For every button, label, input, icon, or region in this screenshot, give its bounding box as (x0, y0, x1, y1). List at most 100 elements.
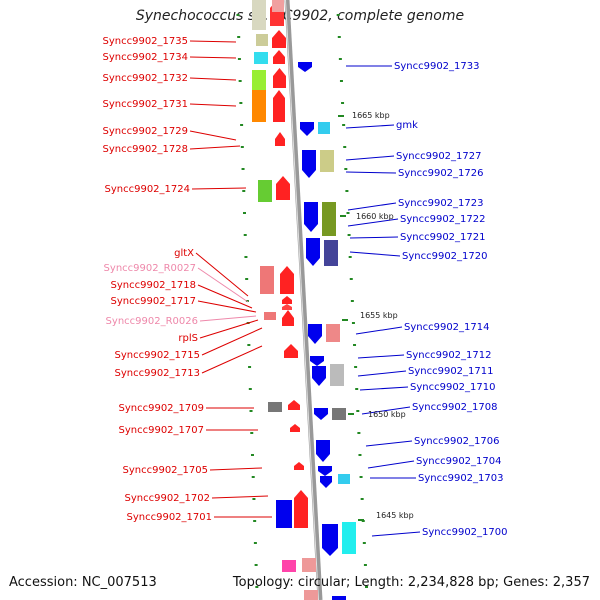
left-gene-label[interactable]: Syncc9902_R0026 (106, 316, 198, 327)
gene-feature-arrow[interactable] (294, 462, 304, 470)
gene-feature-arrow[interactable] (273, 50, 285, 64)
gene-feature-box[interactable] (272, 0, 284, 12)
right-gene-label[interactable]: Syncc9902_1723 (398, 198, 484, 209)
minor-tick (343, 146, 347, 148)
gene-feature-arrow[interactable] (314, 408, 328, 420)
left-gene-label[interactable]: Syncc9902_1729 (103, 126, 189, 137)
gene-feature-box[interactable] (254, 52, 268, 64)
gene-feature-arrow[interactable] (290, 424, 300, 432)
right-gene-label[interactable]: Syncc9902_1733 (394, 61, 480, 72)
gene-feature-arrow[interactable] (288, 400, 300, 410)
right-label-connector (347, 202, 397, 211)
gene-feature-box[interactable] (252, 0, 266, 30)
right-gene-label[interactable]: Syncc9902_1727 (396, 151, 482, 162)
right-gene-label[interactable]: Syncc9902_1722 (400, 214, 486, 225)
gene-feature-arrow[interactable] (275, 132, 285, 146)
gene-feature-arrow[interactable] (273, 68, 286, 88)
gene-feature-box[interactable] (276, 500, 292, 528)
right-gene-label[interactable]: Syncc9902_1704 (416, 456, 502, 467)
minor-tick (338, 58, 342, 60)
right-gene-label[interactable]: Syncc9902_1700 (422, 527, 508, 538)
gene-feature-arrow[interactable] (276, 176, 290, 200)
left-gene-label[interactable]: Syncc9902_1715 (115, 350, 201, 361)
gene-feature-arrow[interactable] (282, 296, 292, 304)
gene-feature-arrow[interactable] (302, 150, 316, 178)
left-gene-label[interactable]: Syncc9902_1735 (103, 36, 189, 47)
gene-feature-box[interactable] (318, 122, 330, 134)
gene-feature-arrow[interactable] (284, 344, 298, 358)
left-label-connector (189, 40, 237, 43)
gene-feature-box[interactable] (330, 364, 344, 386)
left-gene-label[interactable]: Syncc9902_1707 (119, 425, 205, 436)
left-gene-label[interactable]: Syncc9902_1705 (123, 465, 209, 476)
gene-feature-arrow[interactable] (306, 238, 320, 266)
gene-feature-box[interactable] (326, 324, 340, 342)
right-gene-label[interactable]: Syncc9902_1721 (400, 232, 486, 243)
minor-tick (248, 388, 252, 390)
right-gene-label[interactable]: Syncc9902_1726 (398, 168, 484, 179)
left-gene-label[interactable]: Syncc9902_1724 (105, 184, 191, 195)
right-gene-label[interactable]: Syncc9902_1710 (410, 382, 496, 393)
gene-feature-arrow[interactable] (298, 62, 312, 72)
gene-feature-box[interactable] (332, 408, 346, 420)
gene-feature-box[interactable] (268, 402, 282, 412)
left-gene-label[interactable]: rplS (178, 333, 198, 344)
left-gene-label[interactable]: Syncc9902_1718 (111, 280, 197, 291)
right-gene-label[interactable]: Syncc9902_1712 (406, 350, 492, 361)
gene-feature-arrow[interactable] (316, 440, 330, 462)
minor-tick (237, 36, 241, 38)
gene-feature-arrow[interactable] (308, 324, 322, 344)
gene-feature-box[interactable] (342, 522, 356, 554)
gene-feature-arrow[interactable] (272, 30, 286, 48)
minor-tick (348, 256, 352, 258)
left-gene-label[interactable]: Syncc9902_1734 (103, 52, 189, 63)
gene-feature-arrow[interactable] (273, 90, 285, 122)
right-gene-label[interactable]: Syncc9902_1703 (418, 473, 504, 484)
minor-tick (242, 212, 246, 214)
gene-feature-arrow[interactable] (318, 466, 332, 476)
right-gene-label[interactable]: Syncc9902_1708 (412, 402, 498, 413)
minor-tick (242, 190, 246, 192)
left-gene-label[interactable]: Syncc9902_R0027 (104, 263, 196, 274)
gene-feature-arrow[interactable] (312, 366, 326, 386)
left-gene-label[interactable]: Syncc9902_1713 (115, 368, 201, 379)
minor-tick (250, 454, 254, 456)
right-gene-label[interactable]: Syncc9902_1706 (414, 436, 500, 447)
left-gene-label[interactable]: Syncc9902_1701 (127, 512, 213, 523)
gene-feature-box[interactable] (322, 202, 336, 236)
gene-feature-arrow[interactable] (282, 304, 292, 310)
right-gene-label[interactable]: gmk (396, 120, 418, 131)
left-gene-label[interactable]: Syncc9902_1728 (103, 144, 189, 155)
gene-feature-arrow[interactable] (320, 476, 332, 488)
gene-feature-arrow[interactable] (294, 490, 308, 528)
gene-feature-box[interactable] (304, 590, 318, 600)
right-gene-label[interactable]: Syncc9902_1720 (402, 251, 488, 262)
gene-feature-box[interactable] (260, 266, 274, 294)
gene-feature-box[interactable] (332, 596, 346, 600)
left-gene-label[interactable]: Syncc9902_1717 (111, 296, 197, 307)
gene-feature-box[interactable] (338, 474, 350, 484)
gene-feature-box[interactable] (302, 558, 316, 572)
gene-feature-box[interactable] (252, 70, 266, 90)
minor-tick (241, 168, 245, 170)
left-gene-label[interactable]: Syncc9902_1731 (103, 99, 189, 110)
left-gene-label[interactable]: Syncc9902_1702 (125, 493, 211, 504)
gene-feature-box[interactable] (258, 180, 272, 202)
gene-feature-box[interactable] (256, 34, 268, 46)
gene-feature-box[interactable] (282, 560, 296, 572)
left-gene-label[interactable]: Syncc9902_1709 (119, 403, 205, 414)
gene-feature-arrow[interactable] (310, 356, 324, 366)
left-gene-label[interactable]: gltX (174, 248, 194, 259)
gene-feature-box[interactable] (324, 240, 338, 266)
gene-feature-arrow[interactable] (280, 266, 294, 294)
gene-feature-arrow[interactable] (304, 202, 318, 232)
right-gene-label[interactable]: Syncc9902_1714 (404, 322, 490, 333)
gene-feature-arrow[interactable] (282, 310, 294, 326)
gene-feature-box[interactable] (252, 90, 266, 122)
right-gene-label[interactable]: Syncc9902_1711 (408, 366, 494, 377)
gene-feature-arrow[interactable] (322, 524, 338, 556)
gene-feature-box[interactable] (320, 150, 334, 172)
gene-feature-arrow[interactable] (300, 122, 314, 136)
gene-feature-box[interactable] (264, 312, 276, 320)
left-gene-label[interactable]: Syncc9902_1732 (103, 73, 189, 84)
